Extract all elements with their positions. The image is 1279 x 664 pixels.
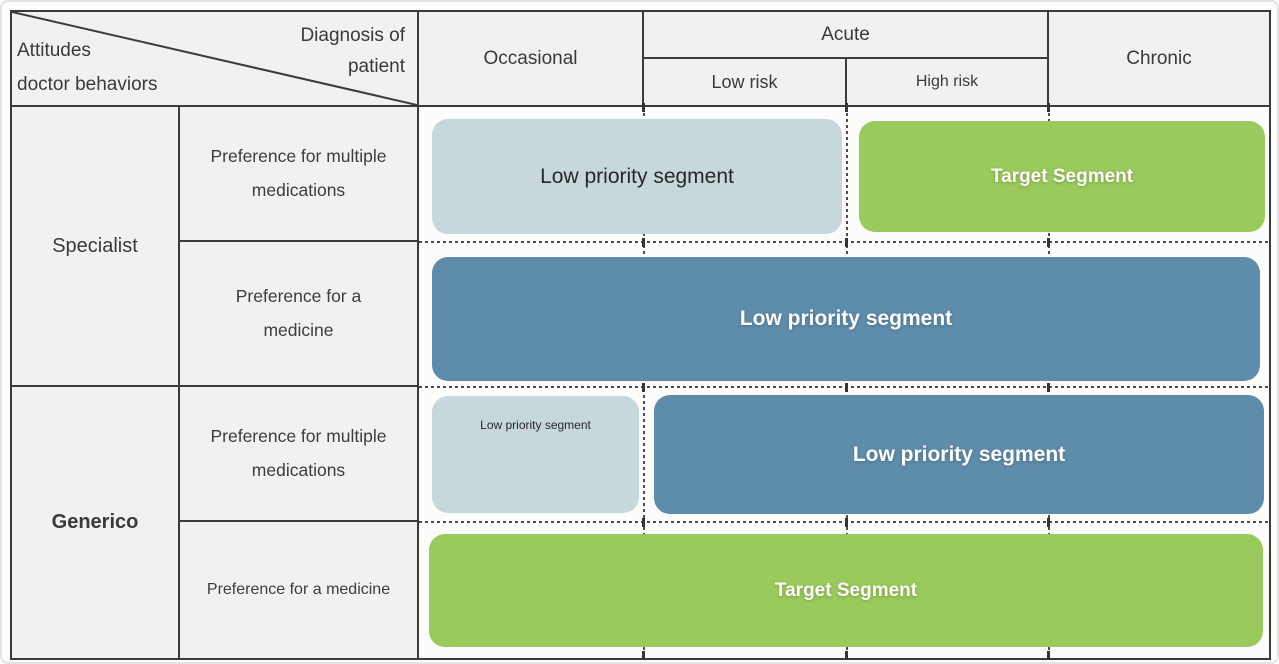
body-grid: Low priority segment Target Segment Low … (419, 103, 1269, 660)
dashed-column-divider (846, 107, 848, 658)
grid-tick (1047, 383, 1050, 392)
row-label-generico-a-medicine: Preference for a medicine (180, 522, 419, 658)
row-axis-title-attitudes: Attitudes (17, 40, 91, 62)
column-header-occasional: Occasional (419, 12, 644, 107)
row-label-specialist-a-medicine: Preference for a medicine (180, 242, 419, 387)
row-axis-title-behaviors: doctor behaviors (17, 74, 158, 96)
segment-label: Target Segment (990, 165, 1134, 187)
column-axis-title: Diagnosis of patient (300, 25, 405, 78)
grid-tick (642, 518, 645, 527)
column-header-acute-high-risk: High risk (847, 59, 1049, 107)
segment-label: Low priority segment (540, 164, 734, 188)
grid-tick (642, 383, 645, 392)
grid-tick (845, 238, 848, 247)
row-label-generico-multiple-medications: Preference for multiple medications (180, 387, 419, 522)
segment-generico-single-target: Target Segment (429, 534, 1263, 647)
row-label-specialist-multiple-medications: Preference for multiple medications (180, 107, 419, 242)
grid-tick (642, 238, 645, 247)
row-header-specialist: Specialist (12, 107, 180, 387)
dashed-row-divider (419, 386, 1269, 388)
row-label-text: Preference for multiple medications (210, 146, 387, 200)
segmentation-matrix-table: Diagnosis of patient Attitudes doctor be… (10, 10, 1271, 660)
row-label-text: Preference for a medicine (206, 580, 391, 598)
grid-tick (1047, 651, 1050, 660)
dashed-row-divider (419, 521, 1269, 523)
segment-label: Low priority segment (480, 418, 591, 432)
grid-tick (642, 651, 645, 660)
row-label-text: Preference for a medicine (235, 286, 362, 340)
grid-tick (845, 518, 848, 527)
column-header-acute: Acute (644, 12, 1049, 59)
grid-tick (845, 651, 848, 660)
diagonal-divider-line (12, 12, 417, 105)
grid-tick (845, 103, 848, 112)
grid-tick (642, 103, 645, 112)
segment-label: Target Segment (774, 579, 918, 601)
dashed-column-divider (1048, 107, 1050, 658)
row-header-generico: Generico (12, 387, 180, 658)
segment-specialist-multi-low-priority: Low priority segment (432, 119, 842, 234)
dashed-row-divider (419, 241, 1269, 243)
grid-tick (1047, 518, 1050, 527)
segment-specialist-multi-target: Target Segment (859, 121, 1265, 232)
segment-label: Low priority segment (852, 442, 1066, 466)
row-label-text: Preference for multiple medications (210, 426, 387, 480)
grid-tick (845, 383, 848, 392)
grid-tick (1047, 238, 1050, 247)
segment-specialist-single-low-priority: Low priority segment (432, 257, 1260, 381)
row-axis-title: Attitudes doctor behaviors (17, 34, 157, 102)
grid-tick (1047, 103, 1050, 112)
column-header-chronic: Chronic (1049, 12, 1269, 107)
segment-label: Low priority segment (739, 307, 953, 330)
segment-generico-multi-low-priority: Low priority segment (654, 395, 1264, 514)
column-header-acute-low-risk: Low risk (644, 59, 847, 107)
corner-header-cell: Diagnosis of patient Attitudes doctor be… (12, 12, 419, 107)
dashed-column-divider (643, 107, 645, 658)
segment-generico-multi-low-priority-occasional: Low priority segment (432, 396, 639, 513)
